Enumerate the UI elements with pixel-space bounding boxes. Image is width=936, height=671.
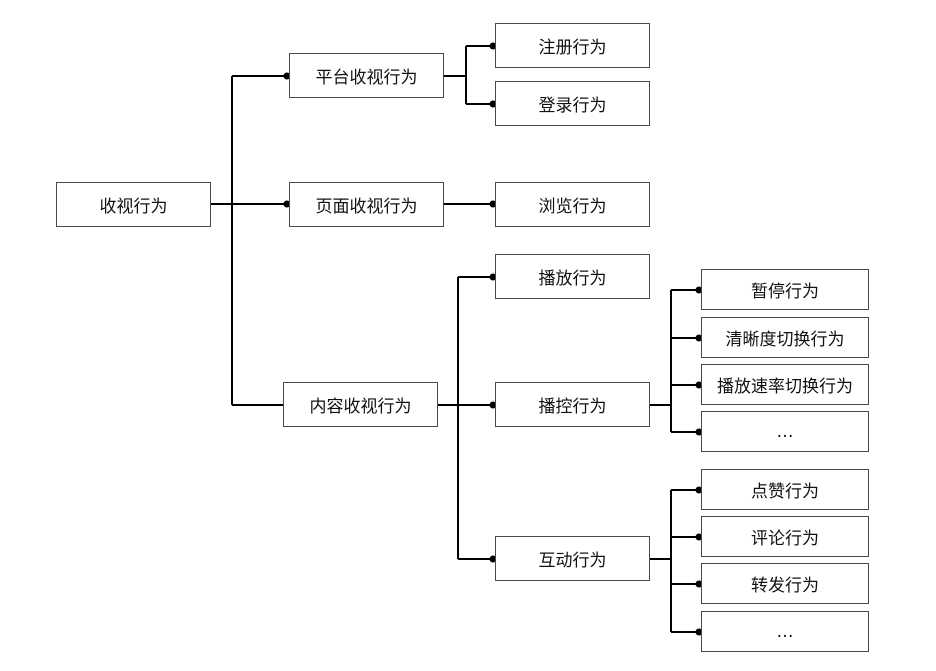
connector-dot [695, 334, 703, 342]
node-register: 注册行为 [495, 23, 650, 68]
connector-dot [489, 200, 497, 208]
node-like: 点赞行为 [701, 469, 869, 510]
node-interaction: 互动行为 [495, 536, 650, 581]
node-platform-viewing: 平台收视行为 [289, 53, 444, 98]
connector-dot [283, 72, 291, 80]
node-comment: 评论行为 [701, 516, 869, 557]
connector-dot [489, 401, 497, 409]
node-play: 播放行为 [495, 254, 650, 299]
node-interaction-more: … [701, 611, 869, 652]
connector-dot [695, 628, 703, 636]
node-speed-switch: 播放速率切换行为 [701, 364, 869, 405]
node-browse: 浏览行为 [495, 182, 650, 227]
node-page-viewing: 页面收视行为 [289, 182, 444, 227]
connector-dot [695, 286, 703, 294]
connector-dot [695, 428, 703, 436]
connector-dot [489, 42, 497, 50]
connector-dot [695, 486, 703, 494]
node-play-control: 播控行为 [495, 382, 650, 427]
connector-dot [695, 580, 703, 588]
node-share: 转发行为 [701, 563, 869, 604]
node-root: 收视行为 [56, 182, 211, 227]
node-pause: 暂停行为 [701, 269, 869, 310]
connector-dot [283, 200, 291, 208]
connector-dot [489, 555, 497, 563]
connector-dot [489, 100, 497, 108]
connector-dot [695, 533, 703, 541]
connector-dot [489, 273, 497, 281]
node-content-viewing: 内容收视行为 [283, 382, 438, 427]
node-login: 登录行为 [495, 81, 650, 126]
connector-dot [695, 381, 703, 389]
node-resolution-switch: 清晰度切换行为 [701, 317, 869, 358]
node-play-control-more: … [701, 411, 869, 452]
